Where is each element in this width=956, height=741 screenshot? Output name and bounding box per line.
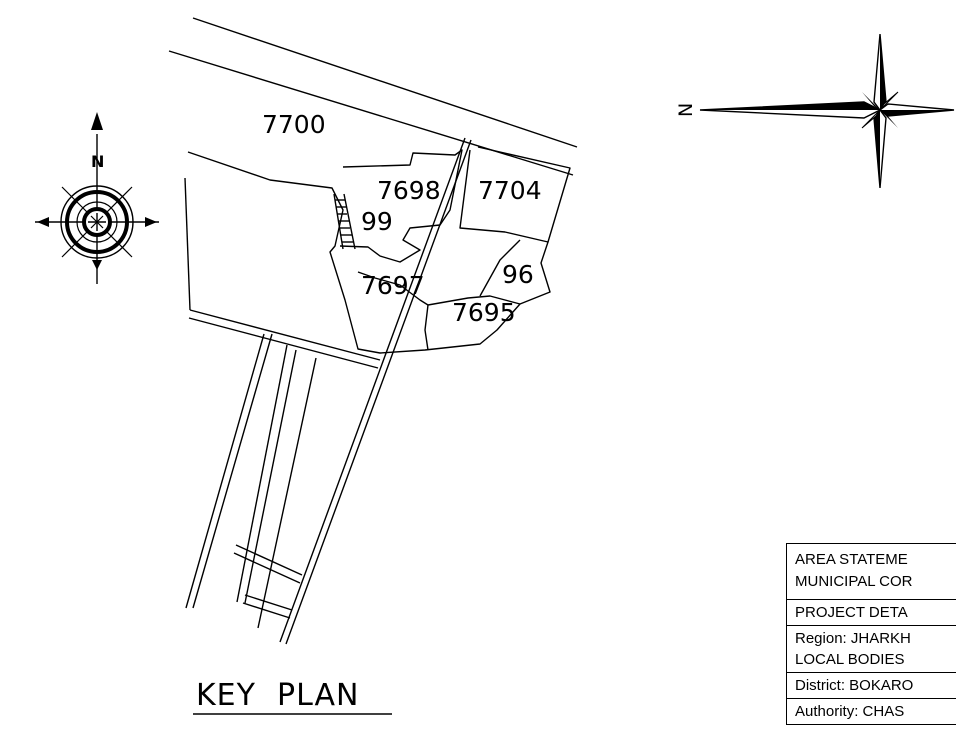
area-table-cell: Region: JHARKH	[795, 630, 911, 647]
area-table-row: District: BOKARO	[787, 673, 956, 699]
plot-label-7700: 7700	[262, 110, 326, 139]
area-table-row: Authority: CHAS	[787, 699, 956, 725]
road-edge-bottom	[168, 50, 574, 176]
stair-rail-right	[343, 193, 356, 250]
south-road-edge-3	[236, 344, 288, 603]
plot-label-7698: 7698	[377, 176, 441, 205]
compass-small-north-label: N	[91, 152, 104, 171]
area-table-cell: MUNICIPAL COR	[795, 573, 913, 590]
south-road-edge-2	[192, 333, 273, 609]
area-table-cell: AREA STATEME	[795, 551, 908, 568]
road-edge-top	[192, 17, 578, 148]
area-table-row: PROJECT DETA	[787, 600, 956, 626]
north-arrow-large-icon: N	[675, 33, 955, 189]
south-road-edge-4	[244, 349, 297, 604]
plot-96-outline	[479, 239, 521, 297]
north-arrow-label: N	[675, 103, 697, 117]
area-statement-table: AREA STATEME MUNICIPAL COR PROJECT DETA …	[786, 543, 956, 725]
plot-label-7695: 7695	[452, 298, 516, 327]
area-table-row: AREA STATEME MUNICIPAL COR	[787, 544, 956, 600]
plot-label-99: 99	[361, 207, 393, 236]
area-table-cell: Authority: CHAS	[795, 703, 905, 720]
area-table-cell: PROJECT DETA	[795, 604, 908, 621]
key-plan-title: KEY PLAN	[196, 678, 359, 713]
area-table-cell: District: BOKARO	[795, 677, 914, 694]
area-table-cell: LOCAL BODIES	[795, 651, 905, 668]
plot-7697-outline	[357, 271, 429, 306]
plot-7704-outline	[477, 146, 571, 243]
diagonal-road-right	[285, 139, 472, 645]
plot-label-96: 96	[502, 260, 534, 289]
south-road-edge-5	[257, 357, 317, 629]
plot-7698-outline	[339, 149, 463, 263]
diagonal-road-left	[279, 137, 466, 643]
area-table-row: Region: JHARKH LOCAL BODIES	[787, 626, 956, 673]
plot-label-7697: 7697	[361, 271, 425, 300]
site-boundary-south-inner	[188, 317, 379, 369]
compass-rose-small-icon: N	[35, 112, 159, 284]
plot-label-7704: 7704	[478, 176, 542, 205]
plot-7695-outline	[424, 295, 521, 351]
site-boundary-west	[184, 177, 191, 311]
south-road-edge-1	[185, 333, 265, 609]
site-boundary-south	[189, 309, 381, 361]
